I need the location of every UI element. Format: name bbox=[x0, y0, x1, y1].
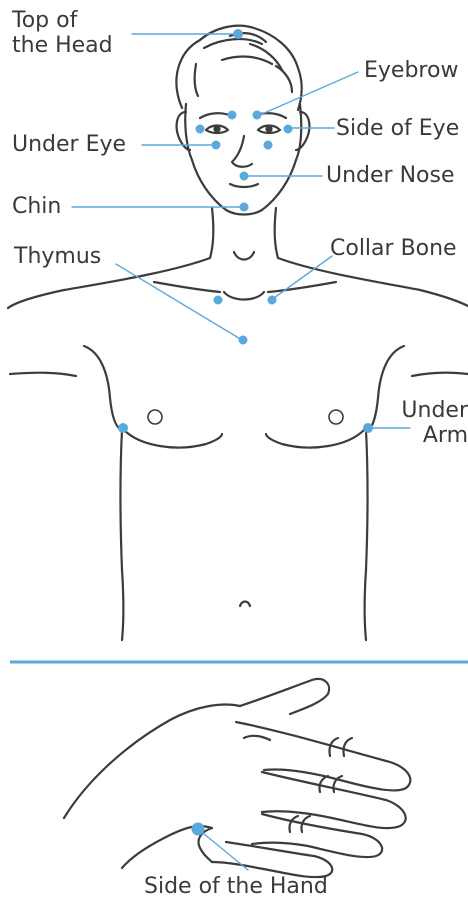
leader-eyebrow bbox=[262, 72, 358, 114]
label-side-of-hand: Side of the Hand bbox=[144, 874, 328, 899]
chin-point-icon bbox=[240, 203, 249, 212]
knuckle-crease bbox=[244, 736, 270, 740]
collar-notch bbox=[224, 292, 264, 300]
right-pec bbox=[266, 430, 364, 448]
under-eye-point-icon bbox=[264, 141, 273, 150]
label-under-nose: Under Nose bbox=[326, 163, 455, 188]
wrist-upper bbox=[64, 705, 240, 818]
left-pec bbox=[124, 430, 222, 448]
right-arm-line bbox=[412, 373, 468, 376]
hair-strand bbox=[204, 39, 262, 48]
ring-finger bbox=[252, 814, 382, 857]
label-top-of-head: Top of the Head bbox=[12, 8, 113, 58]
hair-strand bbox=[276, 66, 292, 92]
head-figure bbox=[176, 26, 309, 260]
neck-right bbox=[275, 208, 278, 258]
side-of-hand-point-icon bbox=[192, 823, 205, 836]
collar-bone-point-icon bbox=[268, 296, 277, 305]
under-eye-point-icon bbox=[212, 141, 221, 150]
knuckle-crease bbox=[343, 738, 352, 756]
eyebrow-point-icon bbox=[253, 111, 262, 120]
leader-lines bbox=[72, 34, 410, 870]
navel bbox=[240, 602, 250, 607]
mouth bbox=[230, 184, 258, 187]
neck-line bbox=[234, 252, 254, 260]
left-eyebrow bbox=[200, 113, 232, 118]
left-arm-line bbox=[10, 373, 76, 376]
leader-thymus bbox=[116, 264, 242, 340]
top-of-head-point-icon bbox=[233, 29, 243, 39]
leader-collar-bone bbox=[274, 256, 332, 298]
label-chin: Chin bbox=[12, 194, 61, 219]
right-shoulder bbox=[278, 258, 468, 306]
under-arm-point-icon bbox=[363, 423, 373, 433]
knuckle-crease bbox=[289, 816, 298, 832]
hair-strand bbox=[195, 64, 198, 96]
neck-left bbox=[210, 208, 213, 258]
nose bbox=[232, 136, 252, 167]
label-collar-bone: Collar Bone bbox=[330, 236, 457, 261]
thymus-point-icon bbox=[239, 336, 248, 345]
torso-figure bbox=[8, 258, 468, 640]
right-nipple-icon bbox=[329, 410, 343, 424]
side-of-eye-point-icon bbox=[196, 125, 205, 134]
right-collarbone bbox=[268, 282, 336, 292]
label-under-eye: Under Eye bbox=[12, 132, 126, 157]
under-arm-point-icon bbox=[118, 423, 128, 433]
side-of-eye-point-icon bbox=[284, 125, 293, 134]
face-outline bbox=[185, 104, 301, 215]
label-thymus: Thymus bbox=[14, 244, 101, 269]
label-under-arm: Under Arm bbox=[394, 398, 468, 448]
label-eyebrow: Eyebrow bbox=[364, 58, 458, 83]
nipples bbox=[148, 410, 343, 424]
right-torso-side bbox=[365, 430, 368, 640]
tapping-points bbox=[118, 29, 373, 836]
leader-side-of-hand bbox=[198, 829, 248, 870]
left-nipple-icon bbox=[148, 410, 162, 424]
left-torso-side bbox=[121, 430, 124, 640]
thumb bbox=[240, 679, 329, 714]
knuckle-crease bbox=[319, 776, 328, 792]
right-ear bbox=[296, 112, 309, 150]
eyebrow-point-icon bbox=[228, 111, 237, 120]
hand-figure bbox=[64, 679, 410, 877]
left-collarbone bbox=[154, 282, 220, 292]
under-nose-point-icon bbox=[240, 172, 249, 181]
left-armpit bbox=[84, 346, 122, 430]
label-side-of-eye: Side of Eye bbox=[336, 116, 459, 141]
hair-strand bbox=[222, 57, 272, 64]
collar-bone-point-icon bbox=[214, 296, 223, 305]
